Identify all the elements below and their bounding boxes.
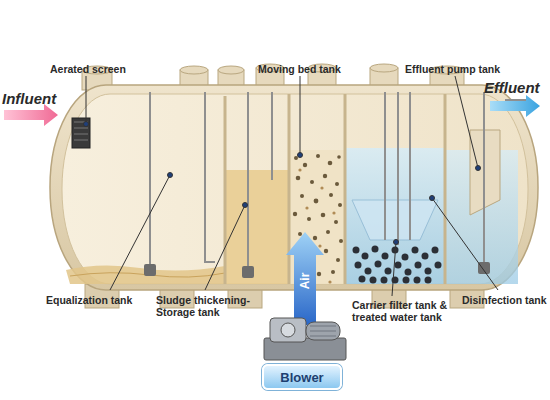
callout-label: Moving bed tank <box>258 63 368 75</box>
aerated-screen <box>72 118 90 148</box>
carrier-media <box>353 246 442 284</box>
callout-label: Equalization tank <box>46 294 156 306</box>
node-text: Blower <box>280 370 323 385</box>
flow-label: Effluent <box>484 79 550 96</box>
pumps <box>144 262 490 278</box>
effluent-arrow <box>490 95 540 117</box>
filter-hopper <box>352 200 438 240</box>
blower-box: Blower <box>262 364 342 390</box>
callout-label: Sludge thickening- Storage tank <box>156 294 271 318</box>
partitions <box>225 94 445 284</box>
pipes <box>150 92 530 270</box>
blower-machine <box>264 318 346 360</box>
treated-water <box>346 148 444 284</box>
leader-lines <box>84 76 499 296</box>
callout-label: Effluent pump tank <box>405 63 535 75</box>
air-arrow <box>286 232 324 325</box>
sludge-tank-liquid <box>226 170 288 284</box>
flow-label: Influent <box>2 90 82 107</box>
callout-label: Aerated screen <box>50 63 160 75</box>
air-label: Air <box>299 266 311 296</box>
callout-label: Disinfection tank <box>462 294 550 306</box>
influent-arrow <box>4 104 58 126</box>
